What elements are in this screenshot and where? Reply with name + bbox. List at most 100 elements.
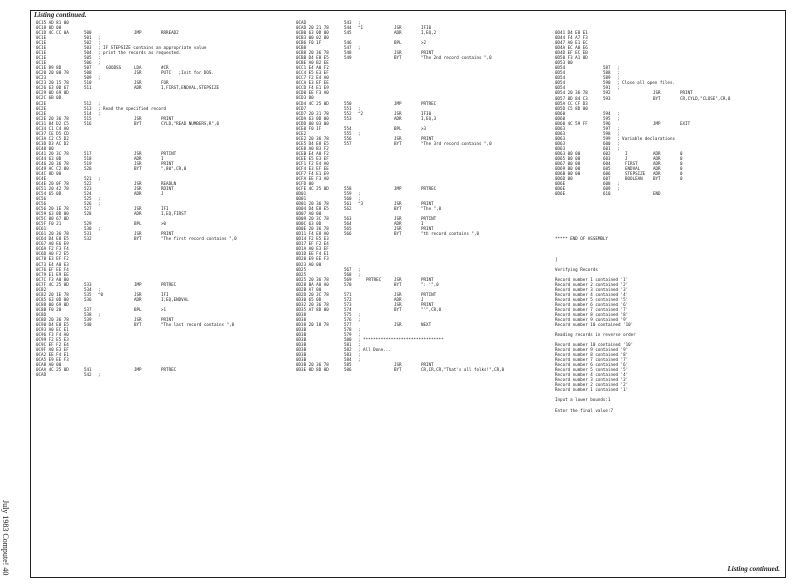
listing-line: 0C15 AD 81 00	[36, 20, 237, 25]
output-line: Record number 9 contained '9'	[555, 347, 629, 353]
output-line: Record number 10 contained '10'	[555, 342, 634, 348]
object-code: 0C70 E3 EF F2	[36, 256, 69, 262]
listing-line: 0CF7 F4 E1 E9	[296, 171, 504, 176]
opcode: JSR	[394, 201, 402, 207]
line-number: 510	[84, 80, 92, 86]
opcode: JSR	[394, 362, 402, 368]
comment: ;	[358, 316, 361, 322]
listing-line: 0D5A CC CF D3	[555, 101, 730, 106]
listing-line: 0D44 F4 A7 F3	[555, 35, 730, 40]
object-code: 0CA8 A0 00	[36, 362, 62, 368]
line-number: 513	[84, 105, 92, 111]
line-number: 574	[344, 306, 352, 312]
opcode: JSR	[134, 80, 142, 86]
listing-line: 0D20 E9 EE F3	[296, 256, 504, 261]
opcode: JSR	[134, 181, 142, 186]
listing-line: 0C79 E1 E9 EE	[36, 272, 237, 277]
line-number: 576	[344, 316, 352, 322]
object-code: 0CAD 20 21 78	[296, 25, 329, 31]
operand: #CR	[161, 65, 169, 71]
object-code: 0C56	[36, 196, 47, 202]
line-number: 519	[84, 160, 92, 166]
line-number: 531	[84, 231, 92, 237]
operand: ": '",0	[421, 281, 439, 287]
object-code: 0C54 65 0D	[36, 191, 62, 197]
object-code: 0D25	[296, 271, 307, 277]
object-code: 0C1D 4C CC 0A	[36, 30, 69, 36]
output-line: ***** END OF ASSEMBLY	[555, 236, 608, 242]
listing-line: 0C76 EF EE F4	[36, 267, 237, 272]
object-code: 0D63	[555, 125, 566, 131]
operand: I	[161, 155, 164, 161]
line-number: 580	[344, 336, 352, 342]
object-code: 0CA2 EE F4 E1	[36, 352, 69, 358]
object-code: 0C37 CE D5 CD	[36, 130, 69, 136]
object-code: 0D3B	[296, 336, 307, 342]
object-code: 0CE2	[296, 130, 307, 136]
opcode: ADR	[134, 155, 142, 161]
object-code: 0C3D D3 AC D2	[36, 140, 69, 146]
object-code: 0CC1 E4 A0 F2	[296, 65, 329, 71]
line-number: 605	[603, 165, 611, 171]
object-code: 0C1E 89 8D	[36, 65, 62, 71]
opcode: ADR	[653, 165, 661, 171]
object-code: 0C4C 8D 00	[36, 170, 62, 176]
comment: ;	[617, 125, 620, 131]
object-code: 0CAD	[36, 372, 47, 378]
line-number: 502	[84, 40, 92, 46]
line-number: 509	[84, 75, 92, 81]
line-number: 535	[84, 291, 92, 297]
object-code: 0D3B 20 36 78	[296, 362, 329, 368]
object-code: 0D01 20 36 78	[296, 201, 329, 207]
object-code: 0D69 00 00	[555, 165, 581, 171]
object-code: 0CB0 63 0D 80	[296, 30, 329, 36]
listing-line: 0D1A A0 E3 EF	[296, 246, 504, 251]
listing-line: 0D23 A0 00	[296, 262, 504, 267]
object-code: 0C26 63 0D 67	[36, 85, 69, 91]
listing-line: 0C6D A0 F2 E5	[36, 251, 237, 256]
operand: I,EQ,FIRST	[161, 211, 187, 217]
line-number: 511	[84, 85, 92, 91]
output-line: Record number 4 contained '4'	[555, 291, 629, 297]
object-code: 0C56 20 1E 78	[36, 206, 69, 212]
comment: ; IF STEPSIZE contains an appropriate va…	[98, 45, 207, 51]
operand: PRINT	[161, 316, 174, 322]
listing-line: 0C3D D3 AC D2	[36, 141, 237, 146]
line-number: 565	[344, 226, 352, 232]
operand: I,EQ,3	[421, 115, 437, 121]
object-code: 0C8B F0 20	[36, 306, 62, 312]
line-number: 581	[344, 342, 352, 347]
comment: ;	[617, 145, 620, 151]
listing-line: 0C9F A0 E3 EF	[36, 347, 237, 352]
object-code: 0CF1 F2 E4 A0	[296, 160, 329, 166]
operand: 0	[680, 160, 683, 166]
listing-line: 0C29 0D 69 0D	[36, 90, 237, 95]
object-code: 0D1D EE F4 E1	[296, 251, 329, 257]
listing-line: 0CEE E5 E3 EF	[296, 156, 504, 161]
object-code: 0CEB E4 A0 F2	[296, 150, 329, 156]
line-number: 564	[344, 221, 352, 227]
opcode: ADR	[134, 211, 142, 217]
output-line: Record number 2 contained '2'	[555, 382, 629, 388]
comment: ; Variable declarations	[617, 135, 675, 141]
line-number: 607	[603, 176, 611, 181]
listing-line: 0D53 00	[555, 60, 730, 65]
